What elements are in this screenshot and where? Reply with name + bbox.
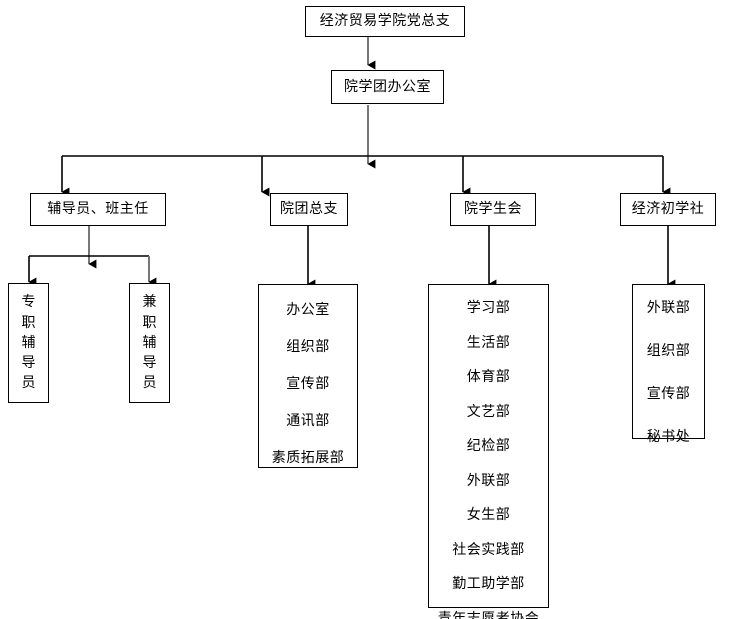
list-item[interactable]: 宣传部: [646, 386, 691, 402]
list-item[interactable]: 生活部: [466, 334, 511, 351]
node-root[interactable]: 经济贸易学院党总支: [305, 6, 465, 37]
vchar: 职: [21, 314, 36, 331]
list-item[interactable]: 女生部: [466, 507, 511, 523]
node-student-union-label: 院学生会: [464, 201, 522, 218]
list-item[interactable]: 素质拓展部: [271, 450, 345, 466]
node-counselor-label: 辅导员、班主任: [47, 201, 149, 218]
vchar: 辅: [21, 334, 36, 351]
node-econ-club-label: 经济初学社: [631, 201, 705, 218]
dept-list-econ-club: 外联部 组织部 宣传部 秘书处: [632, 284, 705, 445]
list-item[interactable]: 勤工助学部: [452, 576, 525, 592]
list-item[interactable]: 文艺部: [466, 403, 511, 420]
vchar: 员: [142, 375, 157, 392]
node-student-union[interactable]: 院学生会: [450, 193, 536, 226]
list-item[interactable]: 宣传部: [286, 376, 330, 392]
list-item[interactable]: 体育部: [466, 369, 511, 385]
vchar: 辅: [142, 334, 157, 351]
dept-list-student-union: 学习部 生活部 体育部 文艺部 纪检部 外联部 女生部 社会实践部 勤工助学部 …: [428, 284, 549, 619]
vchar: 专: [21, 294, 36, 311]
node-parttime-counselor[interactable]: 兼 职 辅 导 员: [129, 283, 170, 403]
list-item[interactable]: 秘书处: [646, 429, 691, 445]
list-item[interactable]: 纪检部: [466, 438, 511, 454]
list-item[interactable]: 外联部: [646, 300, 691, 316]
node-fulltime-counselor[interactable]: 专 职 辅 导 员: [8, 283, 49, 403]
node-youth-league-label: 院团总支: [280, 201, 338, 218]
list-item[interactable]: 办公室: [286, 302, 330, 318]
list-item[interactable]: 学习部: [466, 300, 511, 316]
node-root-label: 经济贸易学院党总支: [319, 13, 451, 30]
list-item[interactable]: 组织部: [286, 339, 330, 355]
node-econ-club[interactable]: 经济初学社: [620, 193, 716, 226]
node-youth-league[interactable]: 院团总支: [270, 193, 348, 226]
node-office-label: 院学团办公室: [344, 78, 431, 95]
node-counselor[interactable]: 辅导员、班主任: [30, 193, 166, 226]
vchar: 导: [21, 355, 36, 372]
list-item[interactable]: 青年志愿者协会: [437, 610, 540, 619]
dept-list-youth-league: 办公室 组织部 宣传部 通讯部 素质拓展部: [258, 284, 358, 468]
node-office[interactable]: 院学团办公室: [331, 70, 444, 104]
vchar: 职: [142, 314, 157, 331]
list-item[interactable]: 社会实践部: [452, 541, 525, 558]
list-item[interactable]: 组织部: [646, 343, 691, 359]
list-item[interactable]: 通讯部: [286, 413, 330, 429]
list-item[interactable]: 外联部: [466, 472, 511, 489]
vchar: 员: [21, 375, 36, 392]
vchar: 导: [142, 355, 157, 372]
vchar: 兼: [142, 294, 157, 311]
